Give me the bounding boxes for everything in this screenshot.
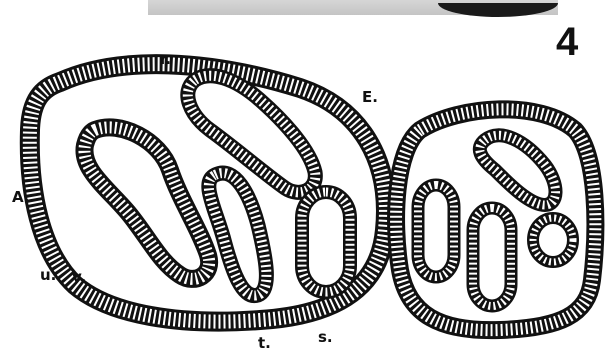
label-e: E.	[362, 90, 378, 105]
label-u: u.	[40, 268, 56, 283]
figure-number: 4	[556, 22, 578, 62]
right-fold-left	[418, 185, 454, 277]
label-r: r.	[160, 52, 171, 67]
fold-left-large	[84, 127, 209, 279]
fold-right-oval	[302, 192, 350, 292]
label-v: v.	[72, 270, 86, 285]
label-s: s.	[318, 330, 333, 345]
right-fold-top	[480, 135, 556, 205]
right-fold-small	[533, 218, 573, 262]
label-a: A.	[12, 190, 30, 205]
label-t: t.	[258, 336, 271, 351]
right-fold-middle	[473, 208, 511, 306]
fold-middle	[209, 173, 267, 296]
